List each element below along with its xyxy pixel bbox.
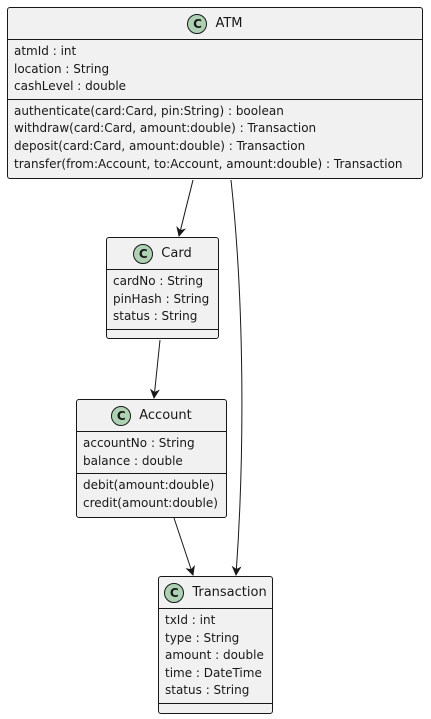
attribute: time : DateTime bbox=[165, 665, 262, 680]
class-card-name: Card bbox=[161, 245, 192, 261]
method: withdraw(card:Card, amount:double) : Tra… bbox=[14, 121, 317, 136]
class-icon: C bbox=[133, 243, 154, 264]
method: transfer(from:Account, to:Account, amoun… bbox=[14, 156, 403, 171]
class-account-attributes: accountNo : String balance : double bbox=[77, 432, 226, 475]
class-account-methods: debit(amount:double) credit(amount:doubl… bbox=[77, 474, 226, 515]
class-icon: C bbox=[164, 582, 185, 603]
class-transaction[interactable]: C Transaction txId : int type : String a… bbox=[158, 576, 273, 714]
class-transaction-name: Transaction bbox=[192, 584, 267, 600]
attribute: atmId : int bbox=[14, 44, 77, 58]
attribute: balance : double bbox=[83, 453, 183, 468]
attribute: status : String bbox=[165, 683, 250, 698]
attribute: cashLevel : double bbox=[14, 79, 127, 94]
class-atm-name: ATM bbox=[215, 15, 243, 31]
class-atm[interactable]: C ATM atmId : int location : String cash… bbox=[7, 7, 423, 179]
class-card-header: C Card bbox=[107, 238, 218, 270]
class-icon: C bbox=[187, 13, 208, 34]
attribute: cardNo : String bbox=[113, 274, 204, 288]
class-account-name: Account bbox=[139, 407, 192, 423]
class-atm-attributes: atmId : int location : String cashLevel … bbox=[8, 40, 422, 100]
account-to-transaction-arrow bbox=[173, 517, 195, 576]
method: debit(amount:double) bbox=[83, 478, 215, 493]
method: deposit(card:Card, amount:double) : Tran… bbox=[14, 138, 306, 153]
class-atm-header: C ATM bbox=[8, 8, 422, 40]
card-to-account-arrow bbox=[149, 339, 161, 399]
atm-to-card-arrow bbox=[176, 179, 194, 237]
attribute: status : String bbox=[113, 309, 198, 324]
class-account[interactable]: C Account accountNo : String balance : d… bbox=[76, 399, 227, 518]
attribute: amount : double bbox=[165, 648, 264, 663]
attribute: location : String bbox=[14, 61, 110, 76]
attribute: accountNo : String bbox=[83, 436, 195, 450]
class-account-header: C Account bbox=[77, 400, 226, 432]
class-card[interactable]: C Card cardNo : String pinHash : String … bbox=[106, 237, 219, 339]
attribute: pinHash : String bbox=[113, 291, 210, 306]
class-transaction-header: C Transaction bbox=[159, 577, 272, 609]
atm-to-transaction-arrow bbox=[230, 179, 243, 576]
attribute: txId : int bbox=[165, 613, 216, 627]
class-icon: C bbox=[111, 405, 132, 426]
method: credit(amount:double) bbox=[83, 495, 218, 510]
method: authenticate(card:Card, pin:String) : bo… bbox=[14, 103, 284, 118]
class-atm-methods: authenticate(card:Card, pin:String) : bo… bbox=[8, 100, 422, 176]
class-card-methods bbox=[107, 330, 218, 338]
class-card-attributes: cardNo : String pinHash : String status … bbox=[107, 270, 218, 330]
attribute: type : String bbox=[165, 630, 240, 645]
class-transaction-attributes: txId : int type : String amount : double… bbox=[159, 609, 272, 704]
class-transaction-methods bbox=[159, 704, 272, 712]
